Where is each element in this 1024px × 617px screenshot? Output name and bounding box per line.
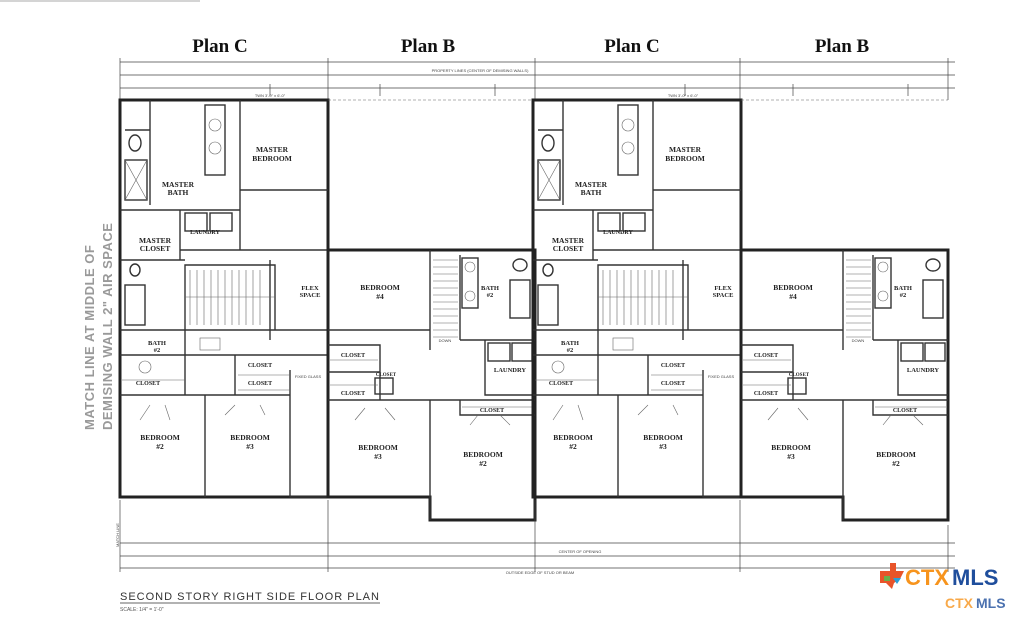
room-label-bedroom-3: #3 bbox=[787, 452, 795, 461]
heading-plan-c-right: Plan C bbox=[604, 36, 659, 57]
room-label-bath-2: BATH bbox=[894, 285, 912, 292]
room-label-bedroom-3: BEDROOM bbox=[643, 433, 683, 442]
room-label-bedroom-2: #2 bbox=[156, 442, 164, 451]
room-label-laundry: LAUNDRY bbox=[603, 230, 633, 236]
fixed-glass-note: FIXED GLASS bbox=[295, 374, 322, 379]
plan-b-unit: BEDROOM #4 BATH #2 DOWN CLOSET CLOSET CL… bbox=[326, 99, 537, 522]
stair-down-note: DOWN bbox=[439, 338, 452, 343]
room-label-bath-2: #2 bbox=[154, 347, 161, 354]
texas-icon bbox=[880, 563, 904, 589]
room-label-bedroom-3: #3 bbox=[246, 442, 254, 451]
room-label-closet: CLOSET bbox=[248, 363, 272, 369]
room-label-closet: CLOSET bbox=[789, 373, 810, 378]
drawing-title: SECOND STORY RIGHT SIDE FLOOR PLAN bbox=[120, 591, 380, 603]
room-label-closet: CLOSET bbox=[754, 353, 778, 359]
room-label-closet: CLOSET bbox=[549, 381, 573, 387]
room-label-closet: CLOSET bbox=[661, 381, 685, 387]
room-label-bedroom-4: #4 bbox=[789, 292, 797, 301]
room-label-bedroom-3: BEDROOM bbox=[358, 443, 398, 452]
logo-text-mls: MLS bbox=[952, 565, 998, 590]
room-label-closet: CLOSET bbox=[341, 353, 365, 359]
room-label-master-bath: MASTER bbox=[575, 180, 608, 189]
unit-pair: MASTER BEDROOM MASTER BATH LAUNDRY MASTE… bbox=[531, 98, 950, 522]
room-label-closet: CLOSET bbox=[754, 391, 778, 397]
room-label-master-bedroom: BEDROOM bbox=[252, 154, 292, 163]
heading-plan-b-left: Plan B bbox=[401, 36, 456, 57]
stair-down-note: DOWN bbox=[852, 338, 865, 343]
room-label-bedroom-2: BEDROOM bbox=[553, 433, 593, 442]
room-label-bath-2: BATH bbox=[481, 285, 499, 292]
logo-text-ctx-small: CTX bbox=[945, 595, 974, 611]
room-label-bath-2: #2 bbox=[567, 347, 574, 354]
fixed-glass-note: FIXED GLASS bbox=[708, 374, 735, 379]
room-label-master-bedroom: BEDROOM bbox=[665, 154, 705, 163]
room-label-bedroom-3: #3 bbox=[374, 452, 382, 461]
room-label-bedroom-4: BEDROOM bbox=[360, 283, 400, 292]
side-match-line-note: MATCH LINE AT MIDDLE OF DEMISING WALL 2"… bbox=[82, 223, 115, 430]
room-label-flex-space: FLEX bbox=[714, 285, 732, 292]
window-note: TWN 3'-0" x 6'-0" bbox=[255, 93, 286, 98]
room-label-master-closet: CLOSET bbox=[553, 244, 583, 253]
room-label-bedroom-2: BEDROOM bbox=[140, 433, 180, 442]
room-label-bedroom-2: #2 bbox=[569, 442, 577, 451]
window-note: TWN 3'-0" x 6'-0" bbox=[668, 93, 699, 98]
room-label-master-bath: BATH bbox=[168, 188, 189, 197]
room-label-closet: CLOSET bbox=[248, 381, 272, 387]
room-label-master-closet: MASTER bbox=[139, 236, 172, 245]
heading-plan-c-left: Plan C bbox=[192, 36, 247, 57]
room-label-laundry: LAUNDRY bbox=[190, 230, 220, 236]
room-label-bedroom-2: #2 bbox=[479, 459, 487, 468]
room-label-flex-space: FLEX bbox=[301, 285, 319, 292]
room-label-master-bath: BATH bbox=[581, 188, 602, 197]
room-label-master-bedroom: MASTER bbox=[669, 145, 702, 154]
room-label-bath-2: BATH bbox=[561, 340, 579, 347]
room-label-closet: CLOSET bbox=[661, 363, 685, 369]
drawing-scale: SCALE: 1/4" = 1'-0" bbox=[120, 607, 164, 613]
plan-c-unit: MASTER BEDROOM MASTER BATH LAUNDRY MASTE… bbox=[531, 98, 743, 499]
room-label-bedroom-2: BEDROOM bbox=[876, 450, 916, 459]
match-line-label: MATCH LINE bbox=[115, 523, 120, 547]
top-dimension-lines bbox=[119, 58, 955, 100]
room-label-master-bath: MASTER bbox=[162, 180, 195, 189]
logo-text-ctx: CTX bbox=[905, 565, 949, 590]
room-label-bedroom-2: BEDROOM bbox=[463, 450, 503, 459]
plan-b-unit: BEDROOM #4 BATH #2 DOWN CLOSET CLOSET CL… bbox=[739, 99, 950, 522]
room-label-master-bedroom: MASTER bbox=[256, 145, 289, 154]
unit-pair: MASTER BEDROOM MASTER BATH LAUNDRY MASTE… bbox=[118, 98, 537, 522]
room-label-closet: CLOSET bbox=[376, 373, 397, 378]
room-label-bedroom-3: BEDROOM bbox=[771, 443, 811, 452]
room-label-closet: CLOSET bbox=[893, 408, 917, 414]
room-label-bedroom-2: #2 bbox=[892, 459, 900, 468]
outside-edge-note: OUTSIDE EDGE OF STUD OR BEAM bbox=[506, 570, 574, 575]
room-label-bedroom-4: BEDROOM bbox=[773, 283, 813, 292]
room-label-closet: CLOSET bbox=[480, 408, 504, 414]
center-of-opening-note: CENTER OF OPENING bbox=[559, 549, 602, 554]
room-label-bath-2: #2 bbox=[900, 292, 907, 299]
room-label-closet: CLOSET bbox=[341, 391, 365, 397]
room-label-laundry: LAUNDRY bbox=[494, 367, 527, 374]
ctxmls-logo: CTX MLS CTX MLS bbox=[880, 563, 1006, 611]
room-label-flex-space: SPACE bbox=[713, 292, 734, 299]
room-label-master-closet: CLOSET bbox=[140, 244, 170, 253]
room-label-bath-2: #2 bbox=[487, 292, 494, 299]
bottom-dimension-lines bbox=[119, 500, 955, 572]
side-note-line-1: MATCH LINE AT MIDDLE OF bbox=[82, 245, 97, 430]
room-label-closet: CLOSET bbox=[136, 381, 160, 387]
room-label-laundry: LAUNDRY bbox=[907, 367, 940, 374]
room-label-bedroom-3: #3 bbox=[659, 442, 667, 451]
room-label-bath-2: BATH bbox=[148, 340, 166, 347]
side-note-line-2: DEMISING WALL 2" AIR SPACE bbox=[100, 223, 115, 430]
property-lines-note: PROPERTY LINES (CENTER OF DEMISING WALLS… bbox=[432, 68, 530, 73]
heading-plan-b-right: Plan B bbox=[815, 36, 870, 57]
room-label-master-closet: MASTER bbox=[552, 236, 585, 245]
logo-text-mls-small: MLS bbox=[976, 595, 1006, 611]
room-label-flex-space: SPACE bbox=[300, 292, 321, 299]
room-label-bedroom-4: #4 bbox=[376, 292, 384, 301]
room-label-bedroom-3: BEDROOM bbox=[230, 433, 270, 442]
plan-c-unit: MASTER BEDROOM MASTER BATH LAUNDRY MASTE… bbox=[118, 98, 330, 499]
